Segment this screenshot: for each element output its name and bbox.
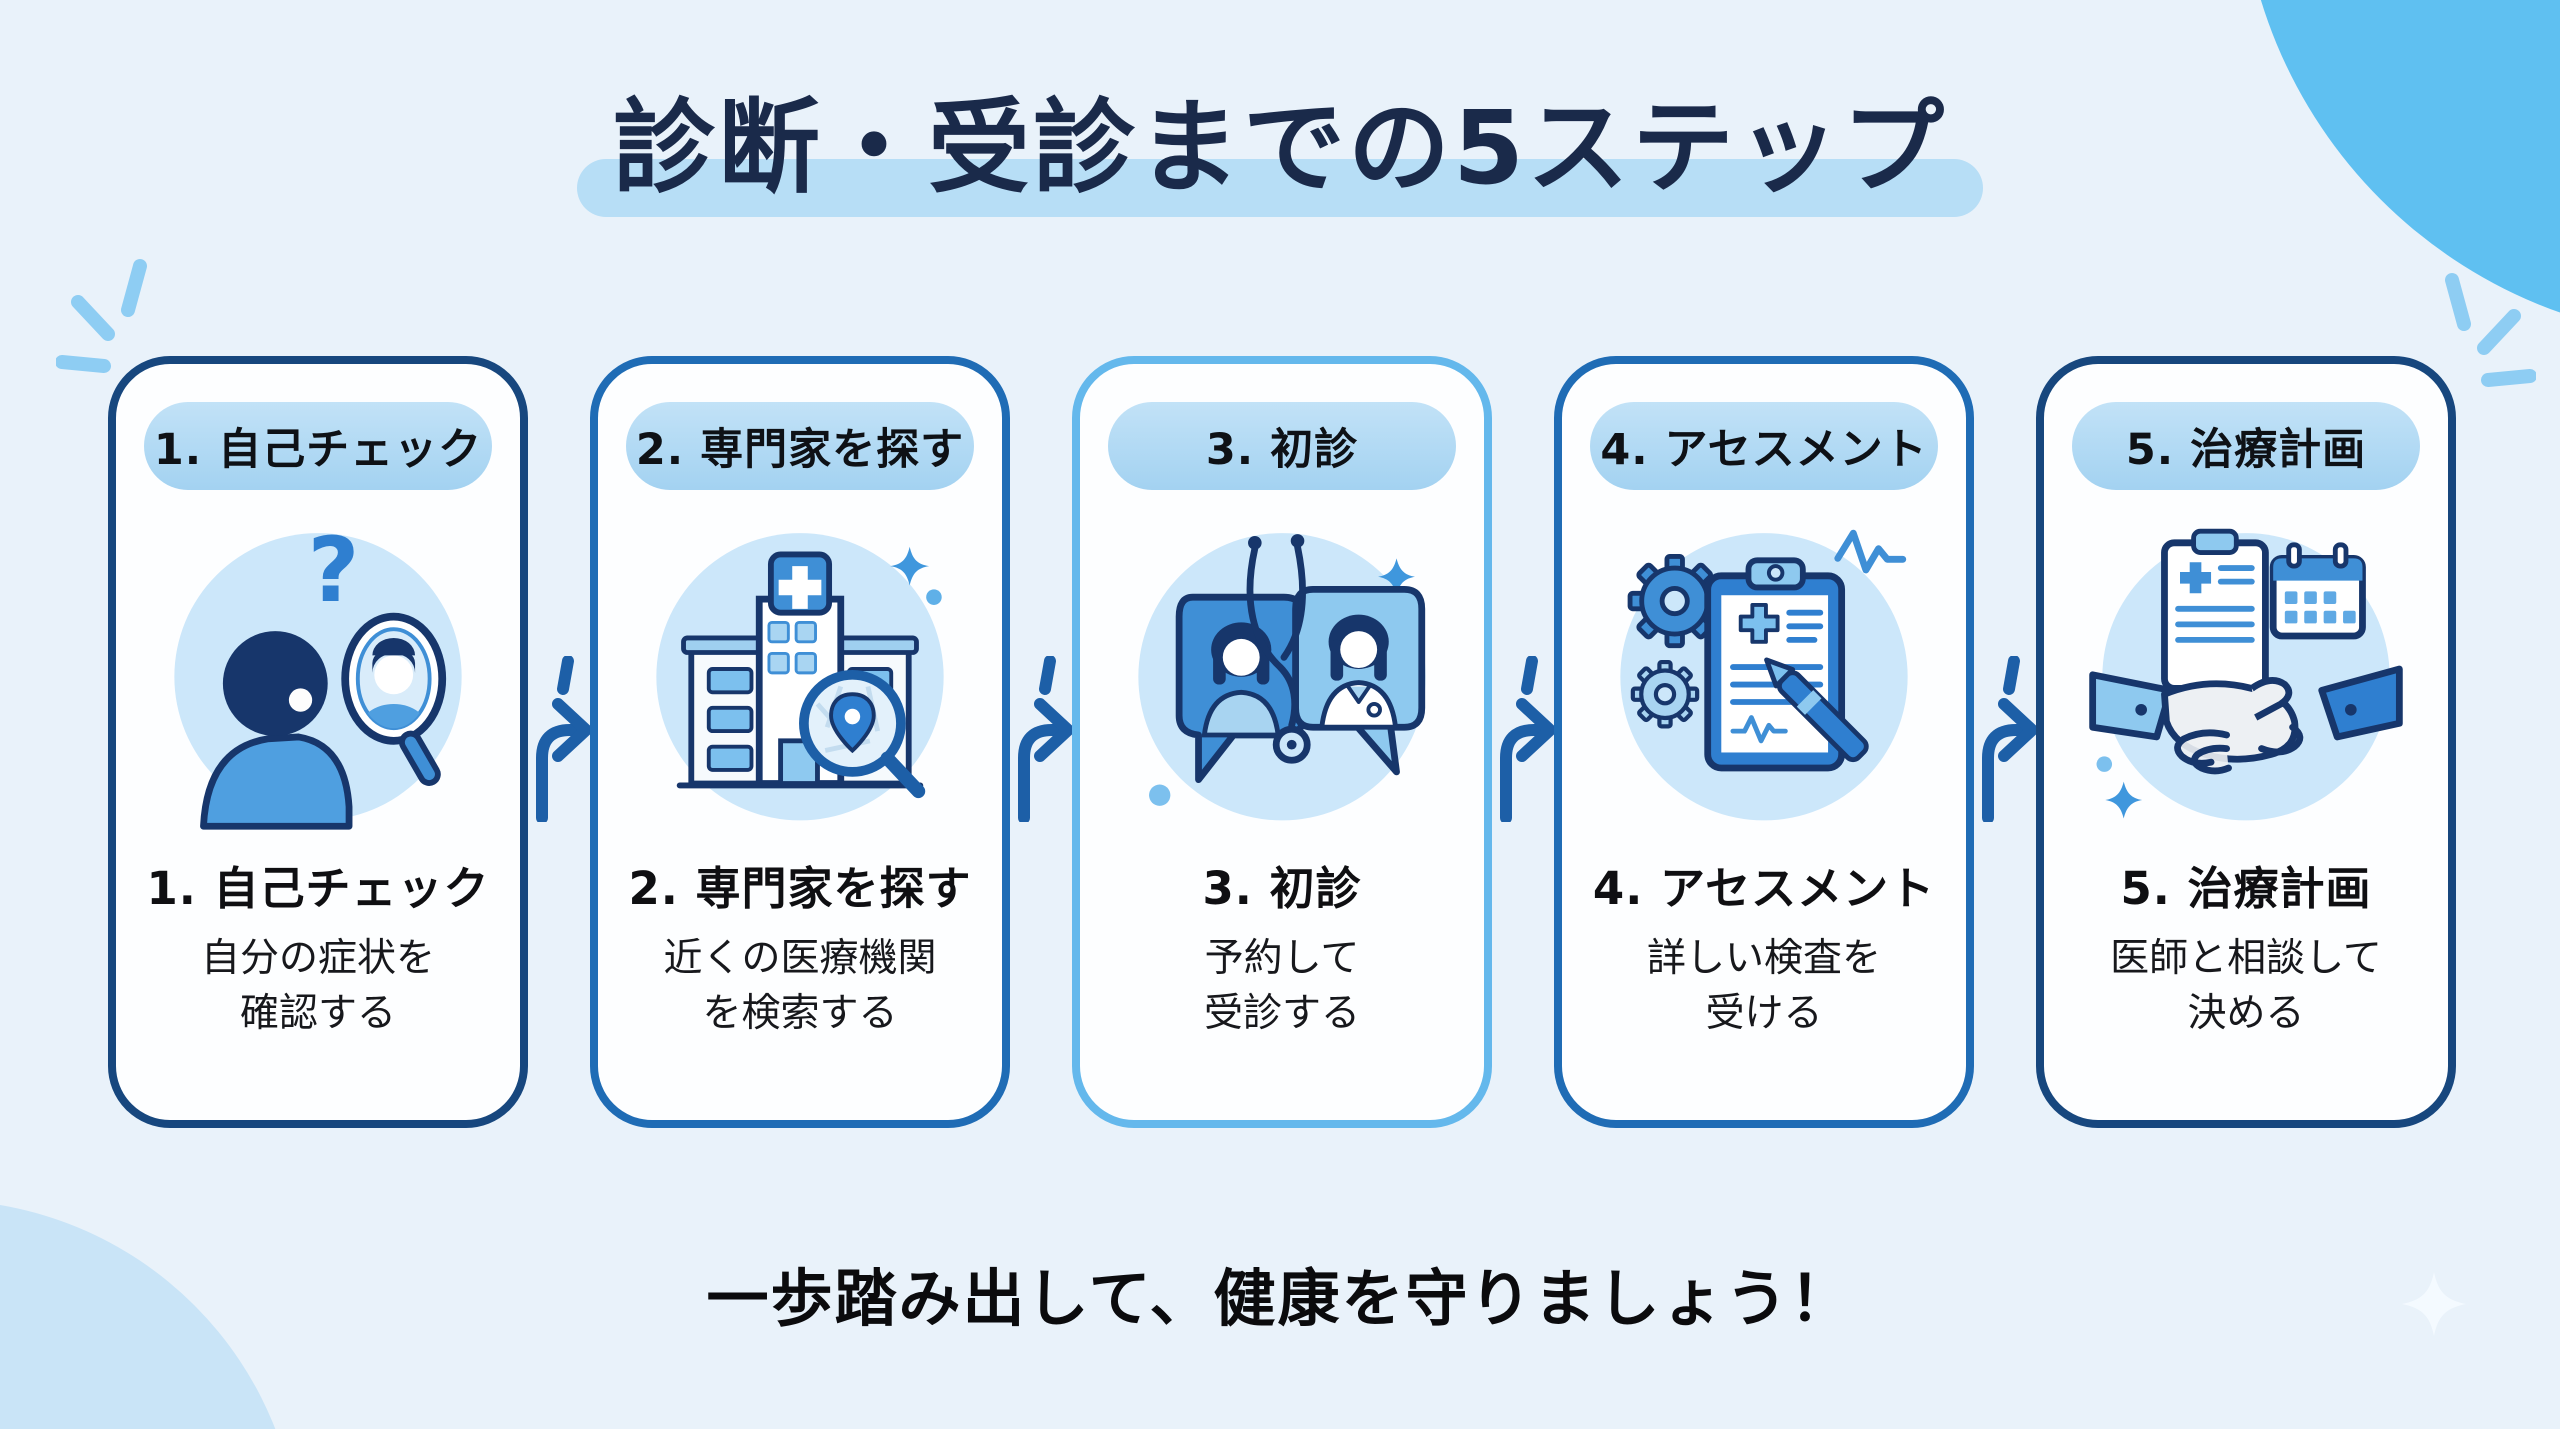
step-description-line2: 決める — [2187, 991, 2305, 1037]
step-card-find-specialist: 2. 専門家を探す — [590, 356, 1010, 1128]
sparkle-dashes-top-left-icon — [56, 259, 147, 373]
sparkle-dashes-top-right-icon — [2445, 273, 2536, 387]
step-description: 医師と相談して 決める — [2110, 931, 2382, 1042]
step-description-line1: 予約して — [1204, 936, 1360, 981]
step-description-line2: 受ける — [1705, 991, 1823, 1037]
step-description: 近くの医療機関 を検索する — [663, 931, 936, 1042]
step-title: 3. 初診 — [1202, 862, 1362, 915]
step-card-assessment: 4. アセスメント — [1554, 356, 1974, 1128]
assessment-clipboard-icon — [1620, 529, 1908, 821]
page-footer: 一歩踏み出して、健康を守りましょう！ — [0, 1248, 2560, 1338]
self-check-mirror-icon: ? — [174, 519, 462, 830]
step-illustration: ? — [153, 504, 483, 834]
arrow-right-icon — [1018, 656, 1072, 822]
arrow-right-icon — [1982, 656, 2036, 822]
title-highlight-bar — [577, 159, 1983, 217]
step-card-first-visit: 3. 初診 — [1072, 356, 1492, 1128]
step-description-line2: を検索する — [702, 991, 898, 1037]
step-illustration — [635, 504, 965, 834]
steps-row: 1. 自己チェック ? — [108, 356, 2456, 1128]
treatment-plan-handshake-icon — [2089, 528, 2403, 821]
step-title: 2. 専門家を探す — [628, 862, 972, 915]
footer-message: 一歩踏み出して、健康を守りましょう！ — [706, 1262, 1854, 1335]
step-description: 自分の症状を 確認する — [201, 931, 435, 1042]
step-description-line1: 医師と相談して — [2110, 936, 2382, 981]
page-title-text: 診断・受診までの5ステップ — [613, 89, 1947, 208]
step-title: 5. 治療計画 — [2120, 862, 2372, 915]
arrow-right-icon — [536, 656, 590, 822]
step-illustration — [1117, 504, 1447, 834]
step-description-line2: 受診する — [1203, 991, 1360, 1037]
step-description-line1: 自分の症状を — [200, 936, 435, 981]
step-description: 予約して 受診する — [1204, 931, 1360, 1042]
arrow-right-icon — [1500, 656, 1554, 822]
consultation-chat-icon — [1138, 533, 1426, 821]
step-description-line1: 近くの医療機関 — [663, 936, 937, 981]
step-card-treatment-plan: 5. 治療計画 — [2036, 356, 2456, 1128]
step-badge: 4. アセスメント — [1590, 402, 1938, 490]
step-card-self-check: 1. 自己チェック ? — [108, 356, 528, 1128]
sparkle-diamond-bottom-right-icon — [2402, 1272, 2466, 1336]
step-illustration — [1599, 504, 1929, 834]
step-badge: 5. 治療計画 — [2072, 402, 2420, 490]
step-badge: 2. 専門家を探す — [626, 402, 974, 490]
step-description-line1: 詳しい検査を — [1646, 936, 1881, 981]
svg-text:?: ? — [308, 519, 360, 623]
step-illustration — [2081, 504, 2411, 834]
page-title: 診断・受診までの5ステップ — [577, 66, 1983, 217]
step-title: 1. 自己チェック — [146, 862, 490, 915]
step-description: 詳しい検査を 受ける — [1647, 931, 1881, 1042]
step-description-line2: 確認する — [239, 991, 396, 1037]
step-title: 4. アセスメント — [1592, 862, 1936, 915]
page-header: 診断・受診までの5ステップ — [0, 66, 2560, 217]
step-badge: 3. 初診 — [1108, 402, 1456, 490]
step-badge: 1. 自己チェック — [144, 402, 492, 490]
hospital-search-icon — [656, 533, 944, 821]
